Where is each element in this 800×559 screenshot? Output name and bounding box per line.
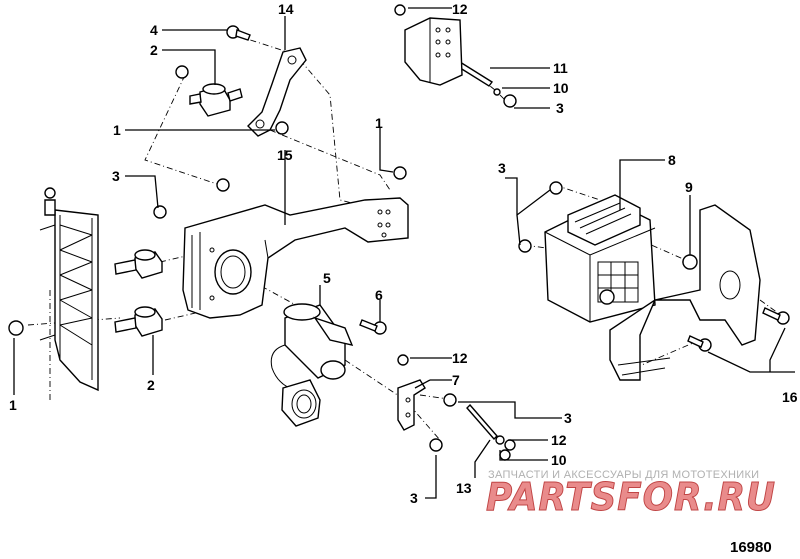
callout-16: 16 [782,389,798,405]
callout-7: 7 [452,372,460,388]
frame-rail [39,187,99,392]
watermark-logo: PARTSFOR.RU [486,475,776,519]
support-bracket [247,47,307,137]
callout-10: 10 [553,80,569,96]
callout-5: 5 [323,270,331,286]
callout-3: 3 [564,410,572,426]
callout-12: 12 [452,350,468,366]
rubber-mounts [114,83,243,337]
callout-1: 1 [9,397,17,413]
callout-11: 11 [553,60,568,76]
callout-2: 2 [147,377,155,393]
leader-lines [13,7,795,499]
figure-number: 16980 [730,539,772,556]
callout-13: 13 [456,480,472,496]
callout-12: 12 [452,1,468,17]
watermark: ЗАПЧАСТИ И АКСЕССУАРЫ ДЛЯ МОТОТЕХНИКИ PA… [486,469,776,520]
callout-3: 3 [498,160,506,176]
callout-1: 1 [113,122,121,138]
upper-right-bracket [404,17,463,86]
callout-3: 3 [410,490,418,506]
mounting-plate [182,197,409,319]
callout-1: 1 [375,115,383,131]
callout-9: 9 [685,179,693,195]
callout-10: 10 [551,452,567,468]
ignition-coil [270,303,354,427]
callout-12: 12 [551,432,567,448]
right-frame [609,204,761,381]
callout-2: 2 [150,42,158,58]
callout-15: 15 [277,147,293,163]
ecm-module [544,194,698,323]
callout-3: 3 [112,168,120,184]
callout-4: 4 [150,22,158,38]
callout-3: 3 [556,100,564,116]
callout-14: 14 [278,1,294,17]
watermark-tagline: ЗАПЧАСТИ И АКСЕССУАРЫ ДЛЯ МОТОТЕХНИКИ [488,469,759,481]
callout-8: 8 [668,152,676,168]
small-bracket [397,379,426,431]
callout-labels: 14 4 2 1 15 1 3 5 6 1 2 12 11 10 3 3 8 9… [9,1,798,506]
callout-6: 6 [375,287,383,303]
